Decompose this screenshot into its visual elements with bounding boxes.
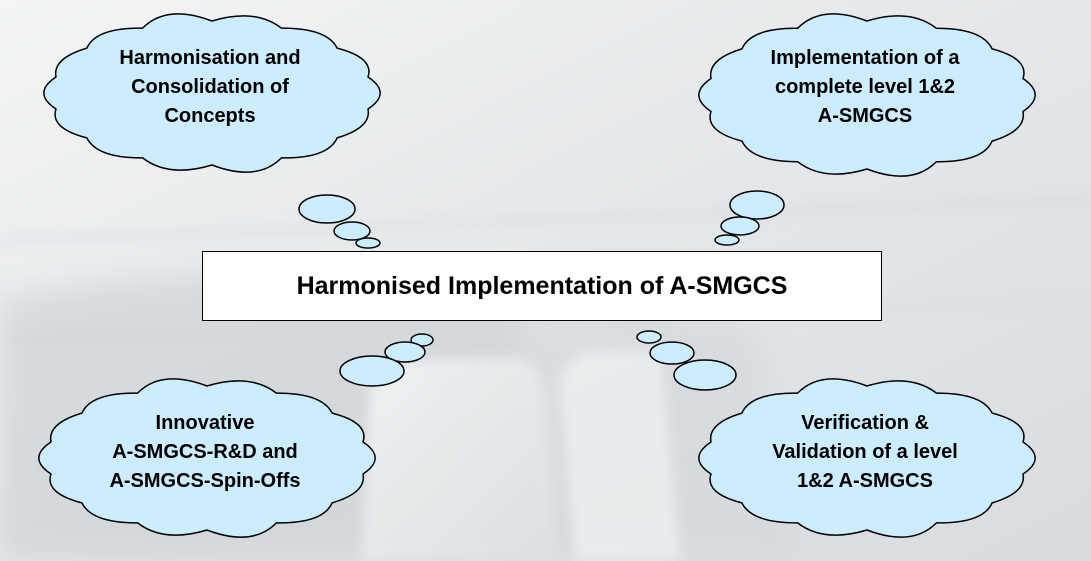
cloud-top-left-line-1: Harmonisation and [119, 47, 301, 69]
central-title: Harmonised Implementation of A-SMGCS [296, 271, 788, 300]
thought-bubble-tl-1 [298, 194, 356, 224]
thought-bubble-bl-2 [384, 341, 426, 363]
cloud-bottom-left-line-3: A-SMGCS-Spin-Offs [109, 470, 301, 492]
cloud-top-left-text: Harmonisation and Consolidation of Conce… [40, 44, 380, 131]
cloud-bottom-right-line-1: Verification & [801, 412, 929, 434]
thought-bubble-br-2 [649, 341, 695, 365]
cloud-bottom-right-line-3: 1&2 A-SMGCS [797, 470, 933, 492]
thought-bubble-tl-2 [333, 221, 371, 241]
cloud-top-left-line-3: Concepts [164, 105, 256, 127]
thought-bubble-tr-2 [720, 216, 760, 236]
cloud-top-left-line-2: Consolidation of [131, 76, 289, 98]
cloud-bottom-right-text: Verification & Validation of a level 1&2… [695, 409, 1035, 496]
cloud-bottom-right-line-2: Validation of a level [772, 441, 958, 463]
cloud-top-left-shape [43, 13, 381, 173]
thought-bubble-tr-3 [714, 234, 740, 246]
central-title-box: Harmonised Implementation of A-SMGCS [202, 251, 882, 321]
cloud-bottom-left-line-1: Innovative [155, 412, 255, 434]
cloud-top-right-shape [698, 13, 1036, 177]
cloud-bottom-left-shape [38, 378, 376, 538]
thought-bubble-tl-3 [355, 237, 381, 249]
cloud-top-right-text: Implementation of a complete level 1&2 A… [695, 44, 1035, 131]
cloud-bottom-right-shape [698, 378, 1036, 538]
thought-bubble-bl-3 [339, 355, 405, 387]
cloud-bottom-left-line-2: A-SMGCS-R&D and [112, 441, 298, 463]
thought-bubble-br-1 [636, 330, 662, 344]
thought-bubble-br-3 [673, 359, 737, 391]
thought-bubble-tr-1 [729, 190, 785, 220]
cloud-top-right-line-1: Implementation of a [770, 47, 960, 69]
cloud-top-right-line-3: A-SMGCS [817, 105, 913, 127]
cloud-bottom-left-text: Innovative A-SMGCS-R&D and A-SMGCS-Spin-… [35, 409, 375, 496]
cloud-top-right-line-2: complete level 1&2 [774, 76, 956, 98]
